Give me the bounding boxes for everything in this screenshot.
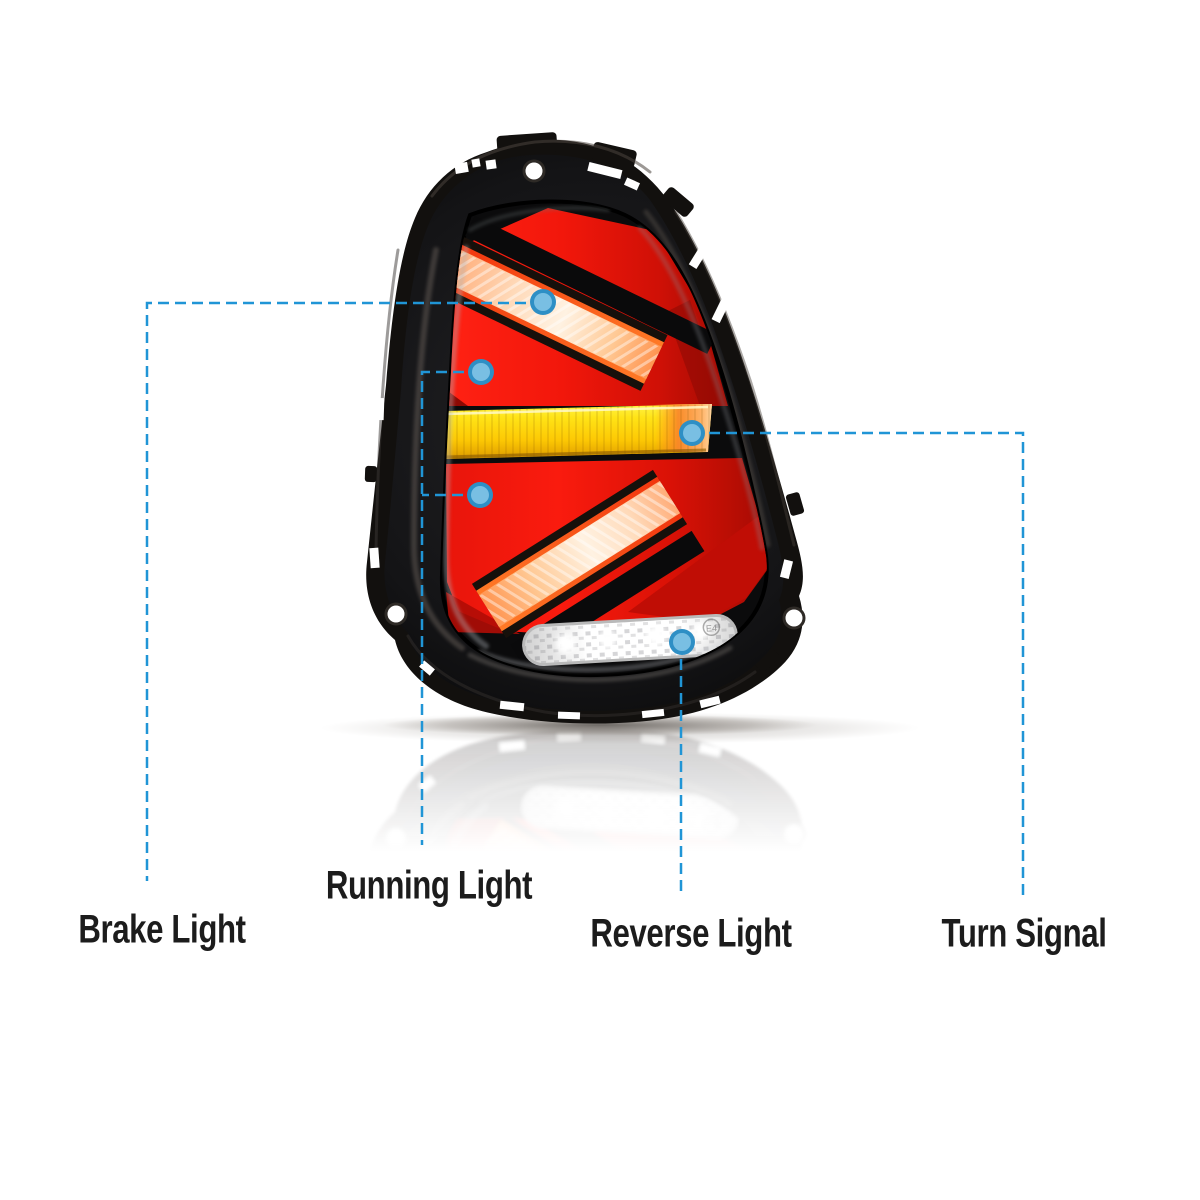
running-light-panel-lower	[446, 458, 767, 666]
callout-dot-reverse	[669, 629, 695, 655]
callout-line-running	[420, 370, 481, 845]
callout-dot-brake	[530, 289, 556, 315]
label-reverse-light: Reverse Light	[590, 911, 792, 956]
lamp-shadow	[320, 712, 920, 744]
lamp-housing: E4	[364, 132, 806, 724]
screw-holes	[384, 159, 806, 630]
callout-dot-running-1	[468, 359, 494, 385]
glass-highlights	[442, 206, 765, 673]
label-brake-light: Brake Light	[78, 907, 246, 952]
flange-slots	[369, 158, 794, 720]
turn-signal-bar	[441, 404, 712, 459]
label-turn-signal: Turn Signal	[941, 911, 1107, 956]
callout-line-brake	[145, 301, 543, 881]
callout-dots	[467, 289, 705, 655]
callout-dot-running-2	[467, 482, 493, 508]
lamp-lens: E4	[439, 199, 769, 678]
certification-mark: E4	[702, 618, 721, 637]
callout-line-turn	[692, 431, 1025, 897]
svg-text:E4: E4	[706, 623, 718, 634]
brake-light-strip-upper	[441, 208, 728, 406]
callout-dot-turn	[679, 420, 705, 446]
callout-lines	[145, 301, 1025, 897]
label-running-light: Running Light	[325, 863, 533, 908]
lamp-reflection	[365, 728, 805, 1200]
